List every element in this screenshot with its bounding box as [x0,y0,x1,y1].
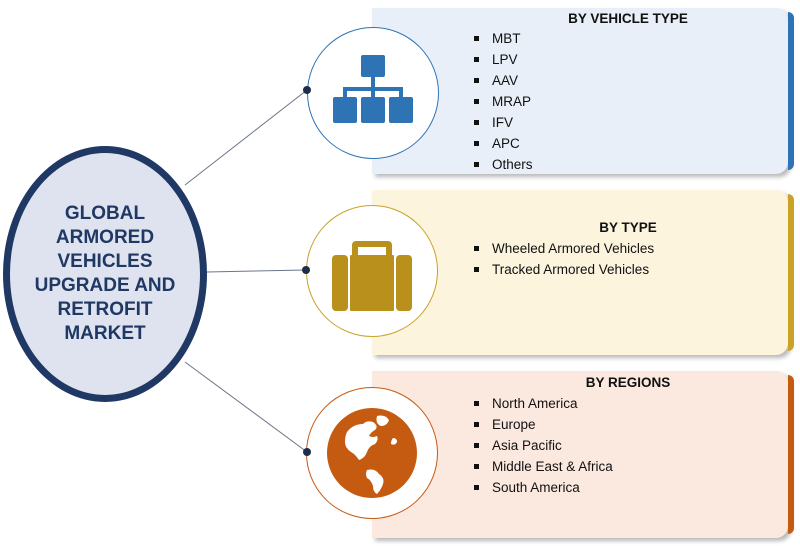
type-panel: BY TYPE Wheeled Armored Vehicles Tracked… [372,190,794,355]
list-item: IFV [474,112,533,133]
list-item: MRAP [474,91,533,112]
type-list: Wheeled Armored Vehicles Tracked Armored… [474,238,654,280]
list-item: Asia Pacific [474,435,613,456]
globe-americas-icon [327,408,417,498]
vehicle-type-list: MBT LPV AAV MRAP IFV APC Others [474,28,533,175]
regions-node [306,387,438,519]
connector-dot [302,266,310,274]
list-item: MBT [474,28,533,49]
type-heading: BY TYPE [599,220,657,235]
list-item: North America [474,393,613,414]
regions-heading: BY REGIONS [585,375,671,390]
vehicle-type-panel: BY VEHICLE TYPE MBT LPV AAV MRAP IFV APC… [372,8,794,175]
list-item: Middle East & Africa [474,456,613,477]
list-item: APC [474,133,533,154]
hub-title: GLOBAL ARMORED VEHICLES UPGRADE AND RETR… [34,203,176,344]
market-hub: GLOBAL ARMORED VEHICLES UPGRADE AND RETR… [3,146,207,402]
type-node [306,205,438,337]
list-item: AAV [474,70,533,91]
regions-panel: BY REGIONS North America Europe Asia Pac… [372,371,794,538]
list-item: Wheeled Armored Vehicles [474,238,654,259]
briefcase-icon [332,241,412,311]
hierarchy-icon [333,55,413,123]
list-item: LPV [474,49,533,70]
list-item: Others [474,154,533,175]
connector-dot [303,448,311,456]
connector-dot [303,86,311,94]
vehicle-type-heading: BY VEHICLE TYPE [568,11,688,26]
regions-list: North America Europe Asia Pacific Middle… [474,393,613,498]
list-item: Europe [474,414,613,435]
list-item: South America [474,477,613,498]
vehicle-type-node [307,27,439,159]
list-item: Tracked Armored Vehicles [474,259,654,280]
